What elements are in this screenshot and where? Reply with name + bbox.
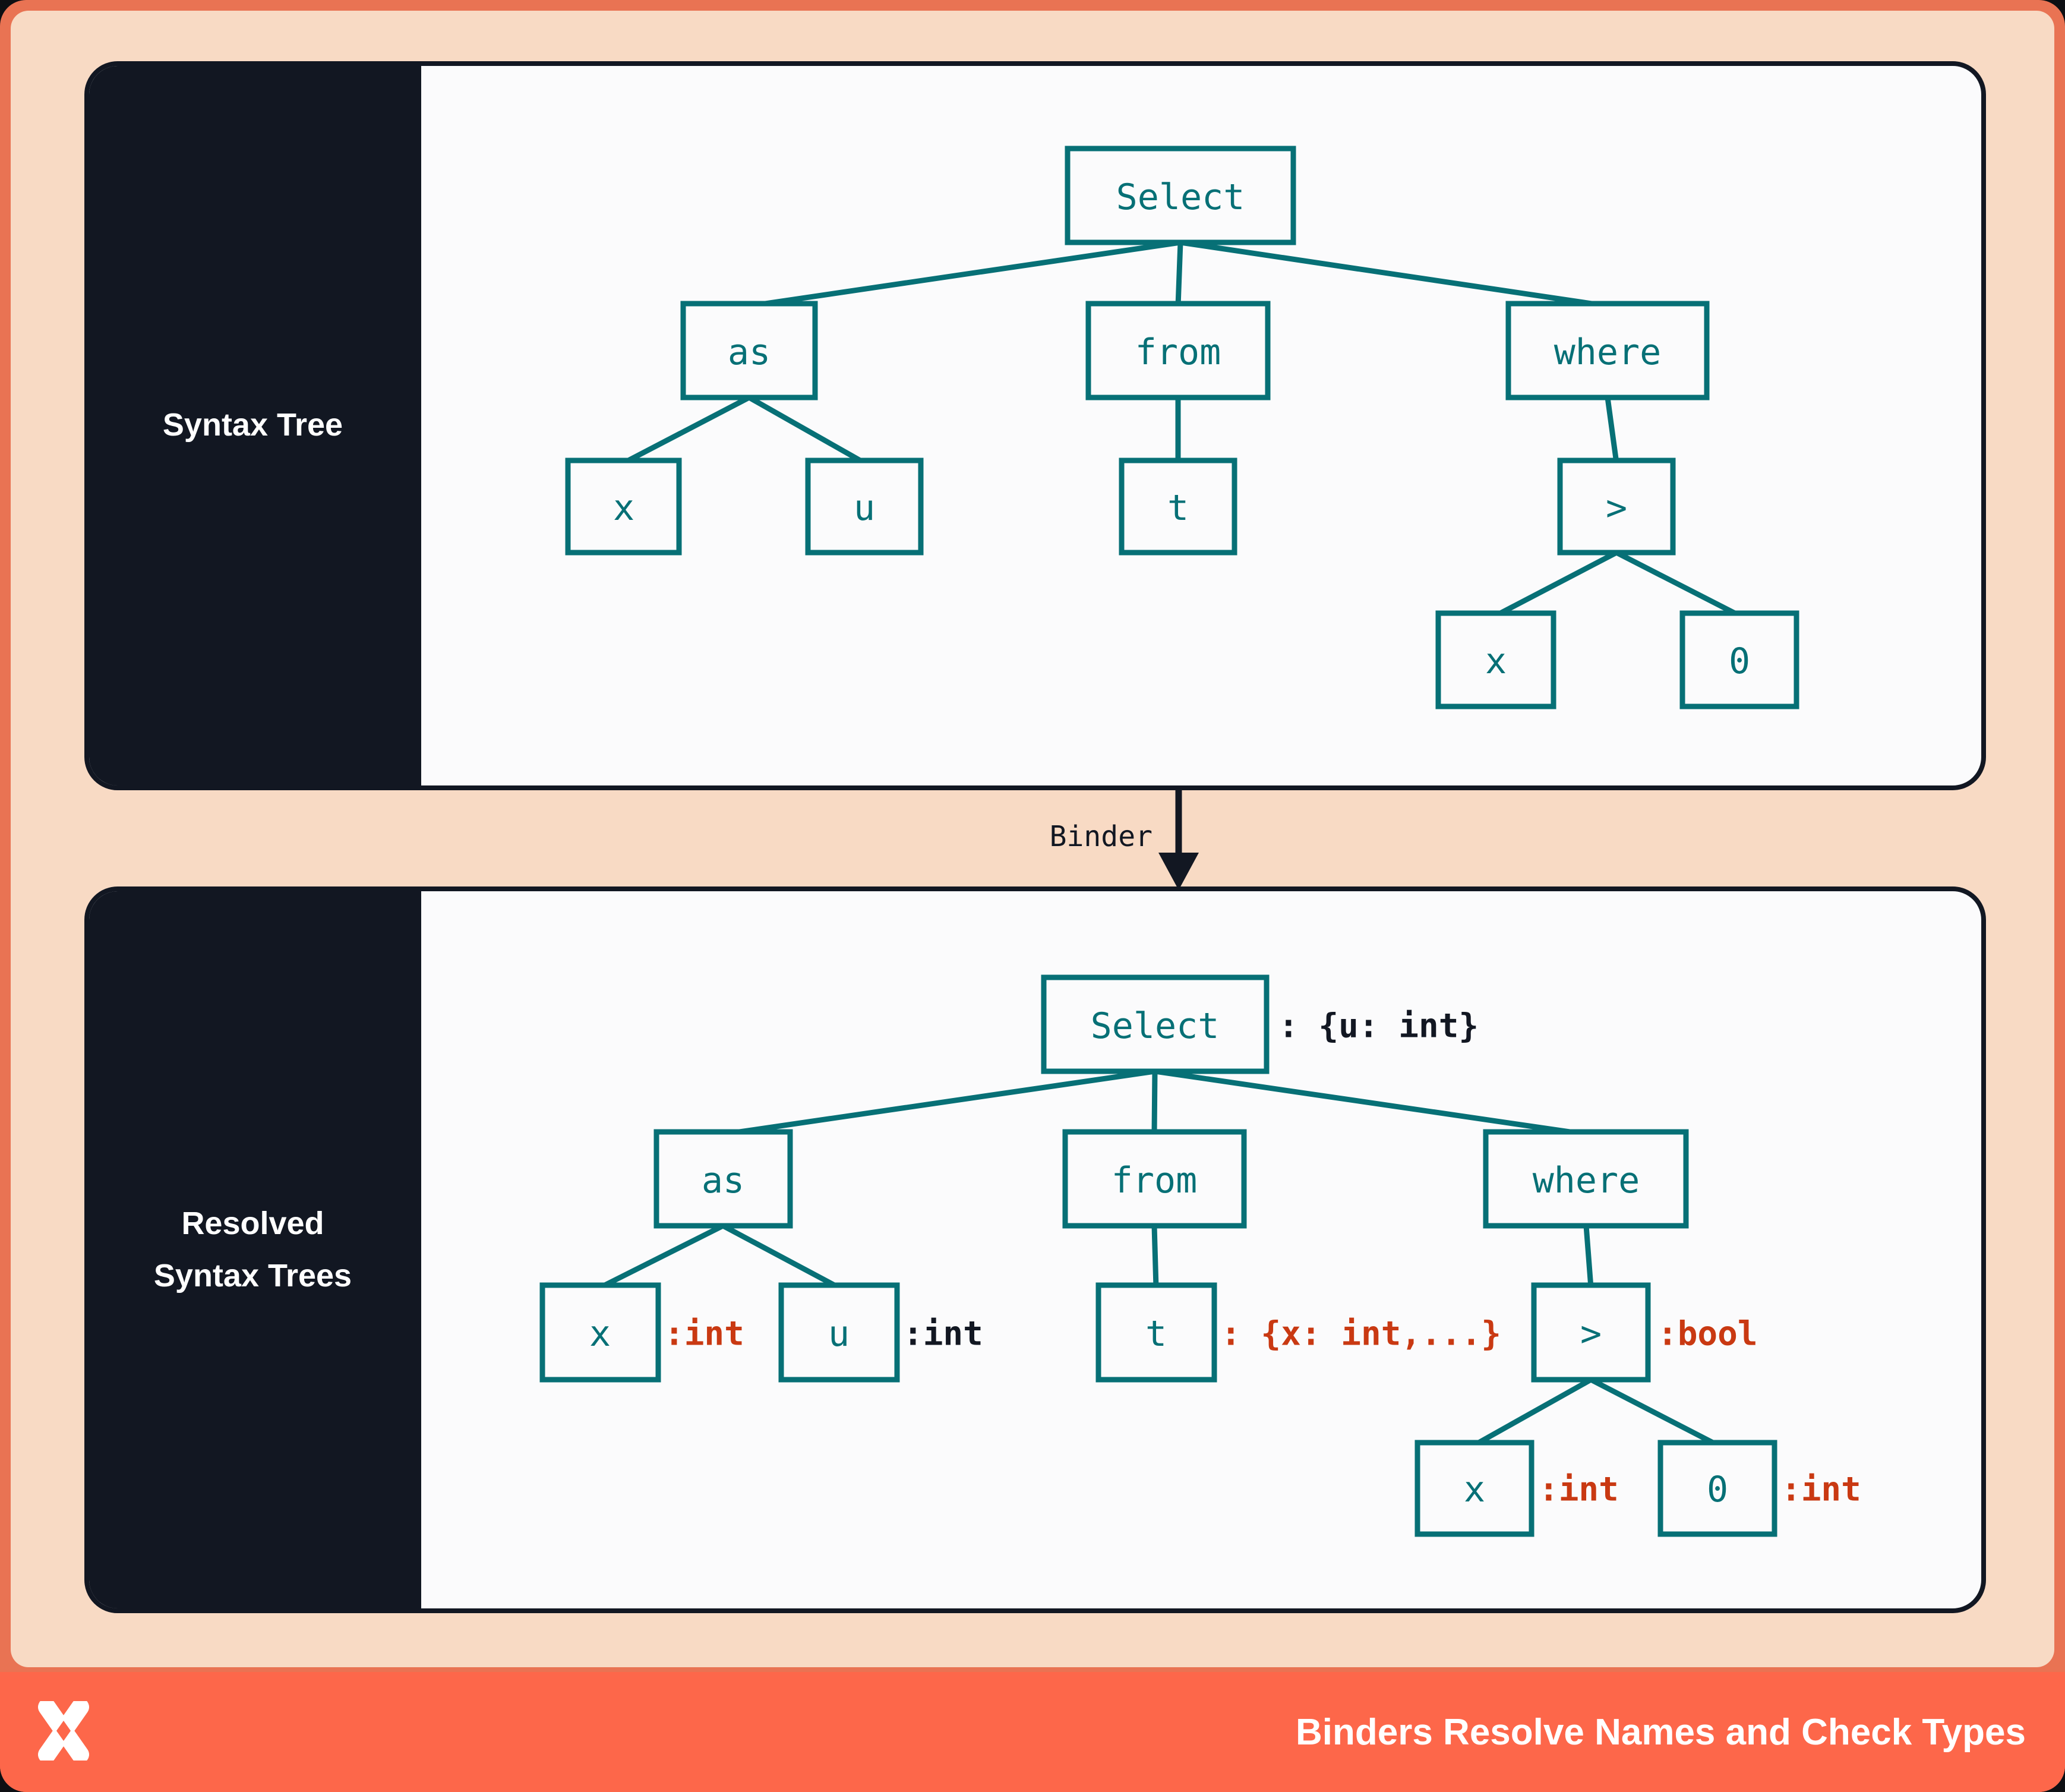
- node-box: [1414, 1440, 1534, 1537]
- node-box: [565, 458, 682, 556]
- tree-node-x1: x :int: [539, 1282, 744, 1383]
- resolved-syntax-tree-svg: Select : {u: int} as from where x :int: [539, 974, 1861, 1537]
- syntax-tree-sidebar: [89, 66, 421, 785]
- resolved-title-line2: Syntax Trees: [153, 1258, 352, 1293]
- node-box: [1119, 458, 1237, 556]
- node-box: [1483, 1129, 1689, 1229]
- tree-node-as: as: [680, 301, 818, 400]
- node-label: Select: [1116, 176, 1245, 218]
- node-label: t: [1145, 1313, 1167, 1355]
- node-box: [1065, 146, 1296, 245]
- syntax-tree-panel: Select as from where x u: [84, 61, 1986, 790]
- tree-node-from: from: [1062, 1129, 1247, 1229]
- tree-node-t: t: [1119, 458, 1237, 556]
- node-label: x: [1485, 641, 1507, 682]
- node-label: where: [1533, 1160, 1640, 1201]
- type-annotation: :int: [903, 1315, 983, 1354]
- footer-caption: Binders Resolve Names and Check Types: [1295, 1711, 2026, 1753]
- node-label: t: [1167, 487, 1189, 529]
- node-label: u: [854, 487, 875, 529]
- node-label: where: [1554, 332, 1662, 373]
- tree-edge: [1180, 239, 1608, 309]
- tree-edges: [622, 239, 1741, 619]
- tree-edge: [747, 395, 866, 465]
- tree-node-x2: x: [1435, 610, 1556, 709]
- tree-edge: [1583, 1225, 1594, 1288]
- footer-bar: Binders Resolve Names and Check Types: [0, 1672, 2065, 1792]
- node-label: from: [1112, 1160, 1198, 1201]
- resolved-title-line1: Resolved: [181, 1206, 324, 1241]
- node-box: [805, 458, 924, 556]
- node-box: [1531, 1282, 1651, 1383]
- tree-node-u: u :int: [778, 1282, 983, 1383]
- tree-edge: [1151, 1071, 1158, 1135]
- resolved-syntax-trees-panel: Select : {u: int} as from where x :int: [84, 886, 1986, 1613]
- type-annotation: :bool: [1657, 1315, 1758, 1354]
- node-box: [539, 1282, 661, 1383]
- node-box: [653, 1129, 793, 1229]
- node-label: as: [728, 332, 771, 373]
- tree-node-t: t : {x: int,...}: [1095, 1282, 1501, 1383]
- tree-node-select: Select : {u: int}: [1041, 974, 1479, 1074]
- syntax-tree-title: Syntax Tree: [162, 407, 343, 443]
- type-annotation: :int: [1539, 1471, 1619, 1509]
- node-label: x: [589, 1313, 611, 1355]
- tree-node-gt: >: [1557, 458, 1676, 556]
- tree-node-gt: > :bool: [1531, 1282, 1758, 1383]
- node-label: x: [1464, 1469, 1485, 1510]
- node-box: [680, 301, 818, 400]
- node-box: [1557, 458, 1676, 556]
- node-label: 0: [1729, 641, 1750, 682]
- tree-edge: [598, 1223, 725, 1291]
- node-label: Select: [1091, 1005, 1220, 1047]
- tree-edge: [722, 1068, 1155, 1137]
- node-box: [1062, 1129, 1247, 1229]
- node-label: >: [1606, 487, 1627, 529]
- tree-edge: [1175, 242, 1183, 307]
- type-annotation: :int: [664, 1315, 744, 1354]
- resolved-syntax-trees-title: Resolved Syntax Trees: [84, 1197, 421, 1302]
- tree-edge: [1473, 1377, 1593, 1447]
- tree-node-zero: 0: [1679, 610, 1799, 709]
- tree-node-x2: x :int: [1414, 1440, 1619, 1537]
- tree-node-select: Select: [1065, 146, 1296, 245]
- syntax-tree-svg: Select as from where x u: [565, 146, 1799, 709]
- tree-edge: [749, 239, 1181, 309]
- node-box: [1657, 1440, 1777, 1537]
- node-label: x: [613, 487, 634, 529]
- tree-edge: [1589, 1377, 1719, 1447]
- type-annotation: : {u: int}: [1278, 1007, 1479, 1046]
- tree-edge: [1494, 550, 1618, 618]
- node-box: [1095, 1282, 1217, 1383]
- tree-edges: [598, 1068, 1719, 1447]
- node-label: 0: [1707, 1469, 1728, 1510]
- tree-edge: [1615, 550, 1741, 619]
- tree-edge: [721, 1223, 841, 1290]
- node-label: as: [702, 1160, 744, 1201]
- node-box: [1085, 301, 1271, 400]
- node-box: [1435, 610, 1556, 709]
- tree-node-x1: x: [565, 458, 682, 556]
- node-box: [1679, 610, 1799, 709]
- tree-edge: [1151, 1225, 1159, 1288]
- node-label: u: [828, 1313, 850, 1355]
- tree-node-where: where: [1505, 301, 1710, 400]
- tree-node-zero: 0 :int: [1657, 1440, 1861, 1537]
- type-annotation: :int: [1781, 1471, 1861, 1509]
- tree-edge: [1154, 1068, 1587, 1137]
- tree-node-from: from: [1085, 301, 1271, 400]
- node-box: [1505, 301, 1710, 400]
- tree-node-where: where: [1483, 1129, 1689, 1229]
- node-label: >: [1580, 1313, 1602, 1355]
- tree-edge: [622, 395, 751, 465]
- node-box: [1041, 974, 1270, 1074]
- tree-node-as: as: [653, 1129, 793, 1229]
- tree-node-u: u: [805, 458, 924, 556]
- resolved-syntax-trees-sidebar: [89, 891, 421, 1608]
- type-annotation: : {x: int,...}: [1221, 1315, 1501, 1354]
- node-box: [778, 1282, 900, 1383]
- brand-x-logo-icon: [38, 1701, 89, 1761]
- tree-edge: [1605, 397, 1619, 463]
- node-label: from: [1135, 332, 1221, 373]
